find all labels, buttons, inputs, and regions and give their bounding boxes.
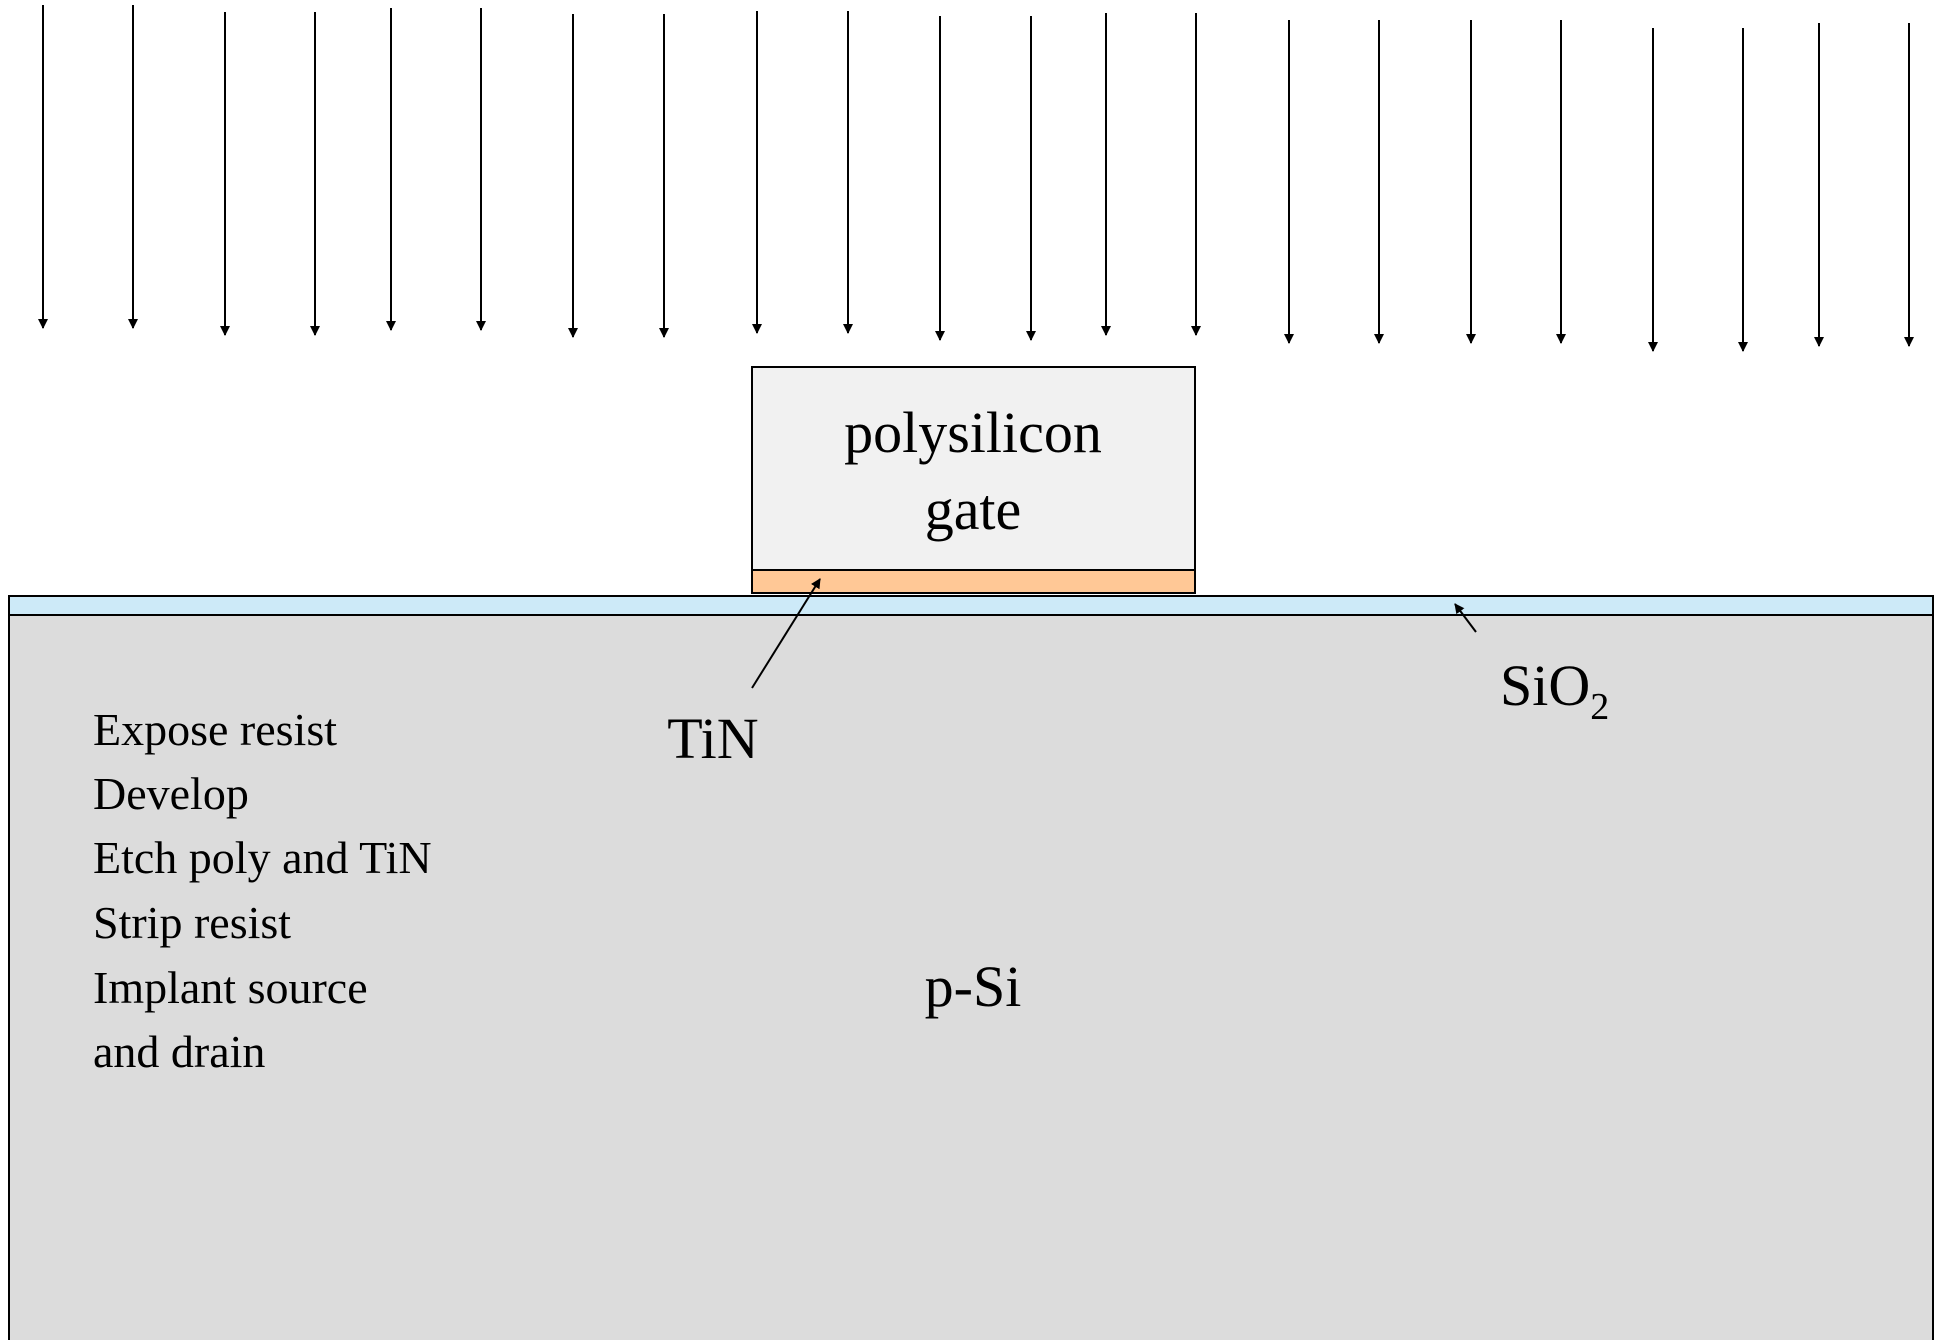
process-step-4: Strip resist (93, 897, 291, 948)
process-steps-list: Expose resist Develop Etch poly and TiN … (93, 704, 432, 1077)
process-step-5: Implant source (93, 962, 368, 1013)
tin-pointer-arrow (751, 578, 821, 689)
process-step-1: Expose resist (93, 704, 337, 755)
substrate-label: p-Si (925, 954, 1022, 1019)
process-step-6: and drain (93, 1026, 265, 1077)
polysilicon-gate (751, 366, 1196, 571)
oxide-pointer-arrow (1454, 603, 1477, 633)
tin-label: TiN (667, 706, 758, 771)
oxide-layer (8, 595, 1934, 616)
oxide-label-subscript: 2 (1590, 686, 1609, 728)
process-step-3: Etch poly and TiN (93, 832, 432, 883)
oxide-label: SiO2 (1500, 653, 1609, 728)
substrate-region (8, 613, 1934, 1340)
gate-label-line1: polysilicon (844, 400, 1102, 465)
implant-arrows (38, 5, 1914, 352)
gate-label-line2: gate (925, 477, 1022, 542)
oxide-label-base: SiO (1500, 653, 1590, 718)
process-step-2: Develop (93, 768, 249, 819)
